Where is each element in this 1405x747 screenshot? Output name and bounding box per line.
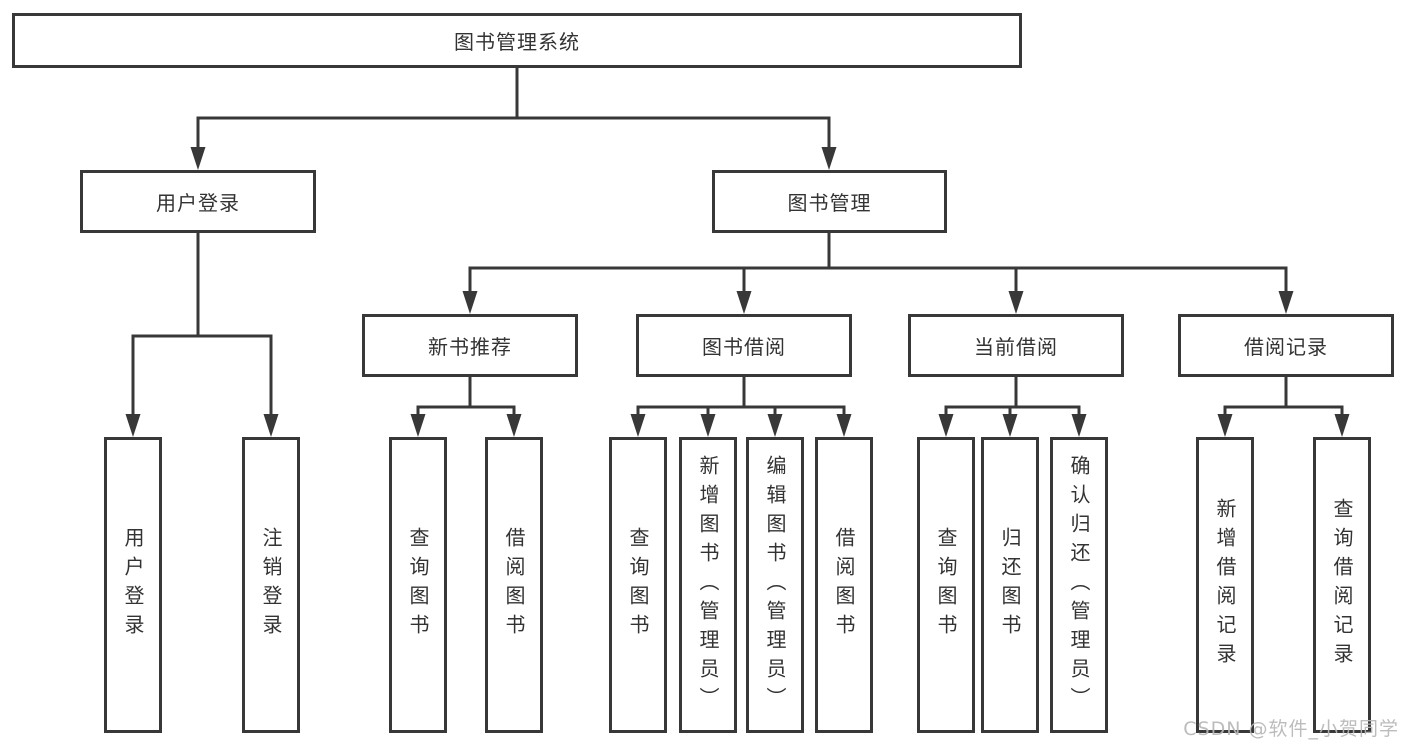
leaf-current-confirm-return-admin: 确认归还（管理员） [1050, 437, 1108, 733]
csdn-watermark: CSDN @软件_小贺同学 [1183, 718, 1399, 740]
leaf-records-query-label: 查询借阅记录 [1330, 498, 1354, 672]
leaf-newbooks-query-label: 查询图书 [406, 527, 430, 643]
leaf-logout: 注销登录 [242, 437, 300, 733]
leaf-borrow-edit-admin: 编辑图书（管理员） [746, 437, 804, 733]
node-book-management: 图书管理 [712, 170, 947, 233]
leaf-user-login-label: 用户登录 [121, 527, 145, 643]
node-borrow-records: 借阅记录 [1178, 314, 1394, 377]
leaf-current-query: 查询图书 [917, 437, 975, 733]
leaf-newbooks-borrow-label: 借阅图书 [502, 527, 526, 643]
leaf-newbooks-borrow: 借阅图书 [485, 437, 543, 733]
node-user-login-label: 用户登录 [156, 191, 240, 215]
leaf-borrow-query-label: 查询图书 [626, 527, 650, 643]
leaf-current-return-label: 归还图书 [998, 527, 1022, 643]
leaf-borrow-book-label: 借阅图书 [832, 527, 856, 643]
node-user-login: 用户登录 [80, 170, 316, 233]
leaf-current-confirm-return-admin-label: 确认归还（管理员） [1067, 454, 1091, 716]
node-new-book-recommend: 新书推荐 [362, 314, 578, 377]
node-current-borrow: 当前借阅 [908, 314, 1124, 377]
leaf-newbooks-query: 查询图书 [389, 437, 447, 733]
node-book-borrow: 图书借阅 [636, 314, 852, 377]
leaf-logout-label: 注销登录 [259, 527, 283, 643]
leaf-records-add-label: 新增借阅记录 [1213, 498, 1237, 672]
leaf-borrow-edit-admin-label: 编辑图书（管理员） [763, 454, 787, 716]
node-book-borrow-label: 图书借阅 [702, 335, 786, 359]
leaf-current-query-label: 查询图书 [934, 527, 958, 643]
node-current-borrow-label: 当前借阅 [974, 335, 1058, 359]
node-root-system-label: 图书管理系统 [454, 30, 580, 54]
node-new-book-recommend-label: 新书推荐 [428, 335, 512, 359]
leaf-current-return: 归还图书 [981, 437, 1039, 733]
leaf-borrow-query: 查询图书 [609, 437, 667, 733]
leaf-borrow-book: 借阅图书 [815, 437, 873, 733]
node-root-system: 图书管理系统 [12, 13, 1022, 68]
leaf-borrow-add-admin: 新增图书（管理员） [679, 437, 737, 733]
node-book-management-label: 图书管理 [787, 191, 872, 215]
leaf-records-query: 查询借阅记录 [1313, 437, 1371, 733]
leaf-records-add: 新增借阅记录 [1196, 437, 1254, 733]
leaf-borrow-add-admin-label: 新增图书（管理员） [696, 454, 720, 716]
node-borrow-records-label: 借阅记录 [1244, 335, 1328, 359]
leaf-user-login: 用户登录 [104, 437, 162, 733]
